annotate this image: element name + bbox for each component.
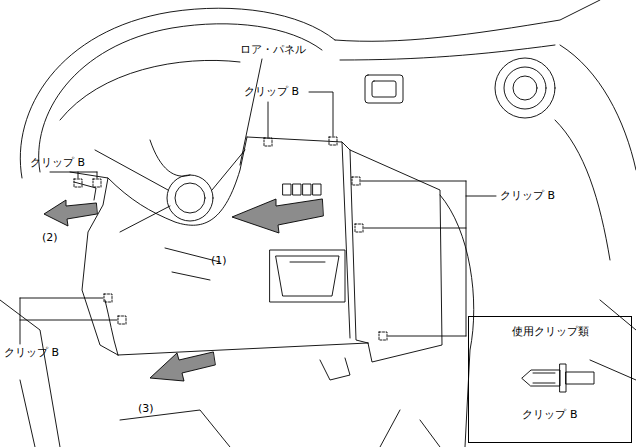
part-name: ロア・パネル bbox=[240, 44, 306, 57]
lower-panel bbox=[0, 137, 442, 447]
clip-b-symbol bbox=[522, 364, 594, 392]
leader-lines bbox=[20, 59, 496, 344]
callout-number: (2) bbox=[42, 232, 58, 245]
legend-inset-box: 使用クリップ類クリップ B bbox=[468, 316, 632, 443]
dashboard bbox=[335, 0, 636, 447]
removal-arrows bbox=[44, 199, 323, 381]
inset-heading: 使用クリップ類 bbox=[469, 326, 631, 339]
steering-wheel bbox=[20, 8, 335, 232]
clip-label: クリップ B bbox=[244, 86, 299, 99]
clip-label: クリップ B bbox=[4, 347, 59, 360]
clip-label: クリップ B bbox=[30, 157, 85, 170]
clip-name: クリップ B bbox=[469, 409, 631, 422]
callout-number: (1) bbox=[211, 255, 227, 268]
clip-marks bbox=[74, 137, 387, 340]
clip-label: クリップ B bbox=[500, 190, 555, 203]
callout-number: (3) bbox=[138, 403, 154, 416]
